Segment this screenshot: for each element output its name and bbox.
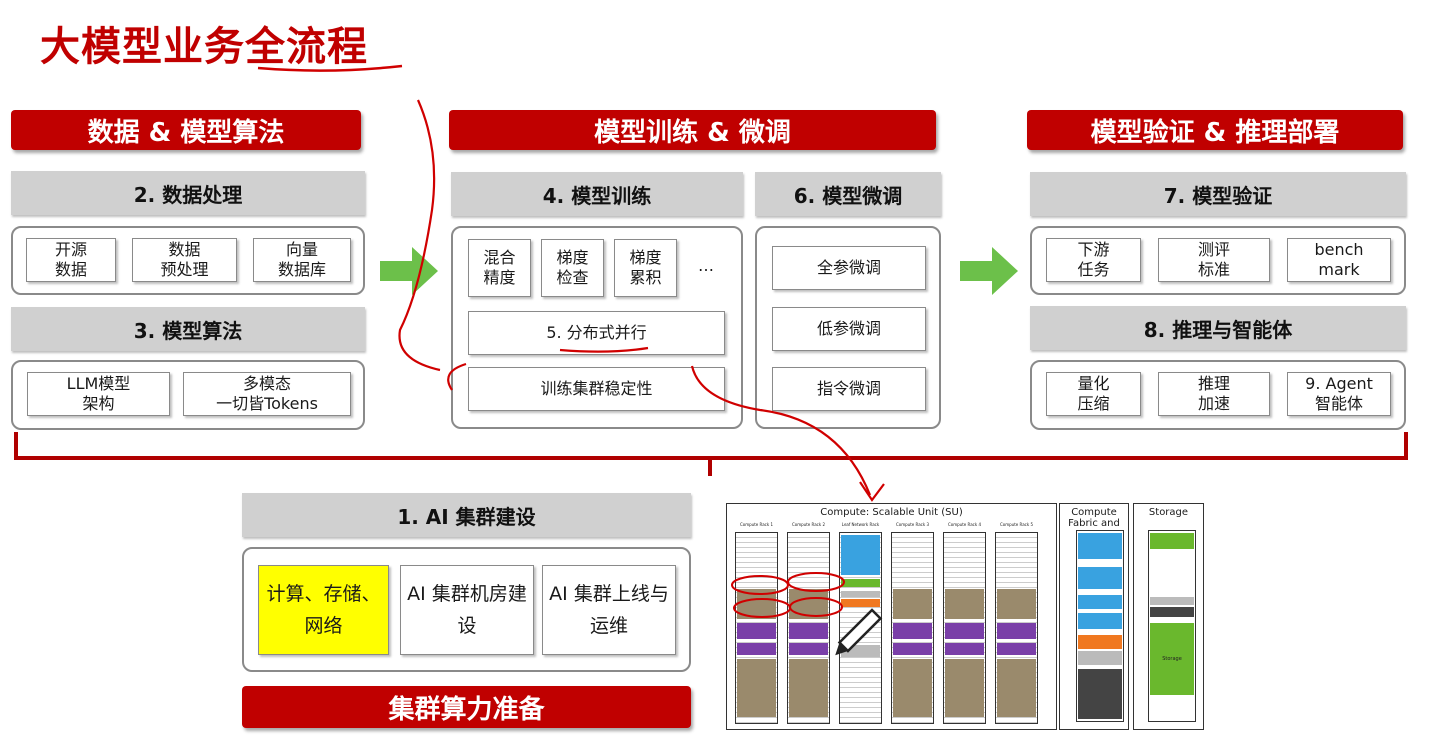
arrow-right-icon bbox=[380, 247, 438, 295]
more-ellipsis: … bbox=[698, 256, 714, 275]
grad-accum-box: 梯度 累积 bbox=[614, 239, 677, 297]
rack-unit bbox=[997, 589, 1036, 619]
rack-label: Compute Rack 1 bbox=[740, 522, 773, 527]
open-data-box: 开源 数据 bbox=[26, 238, 116, 282]
rack-unit bbox=[841, 645, 880, 657]
vector-db-box: 向量 数据库 bbox=[253, 238, 351, 282]
rack-unit bbox=[893, 643, 932, 655]
quantization-box: 量化 压缩 bbox=[1046, 372, 1141, 416]
rack bbox=[943, 532, 986, 724]
storage-diagram: Storage Storage bbox=[1133, 503, 1204, 730]
rack-unit bbox=[841, 579, 880, 587]
rack bbox=[891, 532, 934, 724]
rack-unit bbox=[737, 643, 776, 655]
rack-unit bbox=[841, 535, 880, 575]
rack-unit bbox=[841, 591, 880, 597]
cluster-ops-box: AI 集群上线与 运维 bbox=[542, 565, 676, 655]
llm-arch-box: LLM模型 架构 bbox=[27, 372, 170, 416]
curve-annotation bbox=[398, 99, 441, 372]
datacenter-build-box: AI 集群机房建 设 bbox=[400, 565, 534, 655]
storage-label: Storage bbox=[1150, 623, 1194, 695]
page-title: 大模型业务全流程 bbox=[40, 24, 368, 70]
step-finetune: 6. 模型微调 bbox=[755, 172, 941, 216]
section-train-tune: 模型训练 & 微调 bbox=[449, 110, 936, 150]
step-data-processing: 2. 数据处理 bbox=[11, 171, 365, 215]
step-inference-agent: 8. 推理与智能体 bbox=[1030, 306, 1406, 350]
arrow-right-icon bbox=[960, 247, 1018, 295]
su-title: Compute: Scalable Unit (SU) bbox=[820, 507, 963, 518]
multimodal-box: 多模态 一切皆Tokens bbox=[183, 372, 351, 416]
bracket-brace bbox=[14, 432, 1408, 476]
step-ai-cluster: 1. AI 集群建设 bbox=[242, 493, 691, 537]
rack-unit bbox=[945, 589, 984, 619]
mixed-precision-box: 混合 精度 bbox=[468, 239, 531, 297]
instruct-finetune-box: 指令微调 bbox=[772, 367, 926, 411]
cluster-compute-bar: 集群算力准备 bbox=[242, 686, 691, 728]
data-preprocess-box: 数据 预处理 bbox=[132, 238, 237, 282]
downstream-task-box: 下游 任务 bbox=[1046, 238, 1141, 282]
section-data-algo: 数据 & 模型算法 bbox=[11, 110, 361, 150]
rack-label: Compute Rack 3 bbox=[896, 522, 929, 527]
rack-label: Leaf Network Rack bbox=[841, 522, 880, 527]
grad-checkpoint-box: 梯度 检查 bbox=[541, 239, 604, 297]
rack bbox=[995, 532, 1038, 724]
rack bbox=[839, 532, 882, 724]
rack-unit bbox=[841, 599, 880, 607]
rack-unit bbox=[893, 589, 932, 619]
rack-unit bbox=[893, 659, 932, 717]
full-finetune-box: 全参微调 bbox=[772, 246, 926, 290]
rack-row: Compute Rack 1 Compute Rack 2 Leaf Network… bbox=[735, 522, 1053, 726]
rack-unit bbox=[789, 643, 828, 655]
rack bbox=[735, 532, 778, 724]
compute-storage-network-box: 计算、存储、 网络 bbox=[258, 565, 389, 655]
rack-unit bbox=[737, 659, 776, 717]
step-model-algorithm: 3. 模型算法 bbox=[11, 307, 365, 351]
rack-unit bbox=[737, 623, 776, 639]
rack-unit bbox=[997, 623, 1036, 639]
rack bbox=[787, 532, 830, 724]
rack-unit bbox=[737, 589, 776, 619]
rack-unit bbox=[997, 643, 1036, 655]
rack-unit bbox=[945, 659, 984, 717]
rack-label: Compute Rack 4 bbox=[948, 522, 981, 527]
step-model-training: 4. 模型训练 bbox=[451, 172, 743, 216]
agent-box: 9. Agent 智能体 bbox=[1287, 372, 1391, 416]
rack-unit bbox=[945, 643, 984, 655]
rack-unit bbox=[893, 623, 932, 639]
rack-unit bbox=[789, 659, 828, 717]
scalable-unit-diagram: Compute: Scalable Unit (SU) Compute Rack… bbox=[726, 503, 1057, 730]
fabric-diagram: Compute Fabric and Mgmt bbox=[1059, 503, 1129, 730]
rack-label: Compute Rack 2 bbox=[792, 522, 825, 527]
rack-unit bbox=[945, 623, 984, 639]
storage-title: Storage bbox=[1148, 507, 1189, 518]
step-model-verify: 7. 模型验证 bbox=[1030, 172, 1406, 216]
rack-unit bbox=[789, 623, 828, 639]
eval-standard-box: 测评 标准 bbox=[1158, 238, 1270, 282]
rack-unit bbox=[789, 589, 828, 619]
section-verify-deploy: 模型验证 & 推理部署 bbox=[1027, 110, 1403, 150]
distributed-parallel-box: 5. 分布式并行 bbox=[468, 311, 725, 355]
lora-finetune-box: 低参微调 bbox=[772, 307, 926, 351]
inference-accel-box: 推理 加速 bbox=[1158, 372, 1270, 416]
storage-rack: Storage bbox=[1148, 530, 1196, 722]
fabric-rack bbox=[1076, 530, 1124, 722]
rack-unit bbox=[997, 659, 1036, 717]
benchmark-box: bench mark bbox=[1287, 238, 1391, 282]
rack-label: Compute Rack 5 bbox=[1000, 522, 1033, 527]
cluster-stability-box: 训练集群稳定性 bbox=[468, 367, 725, 411]
